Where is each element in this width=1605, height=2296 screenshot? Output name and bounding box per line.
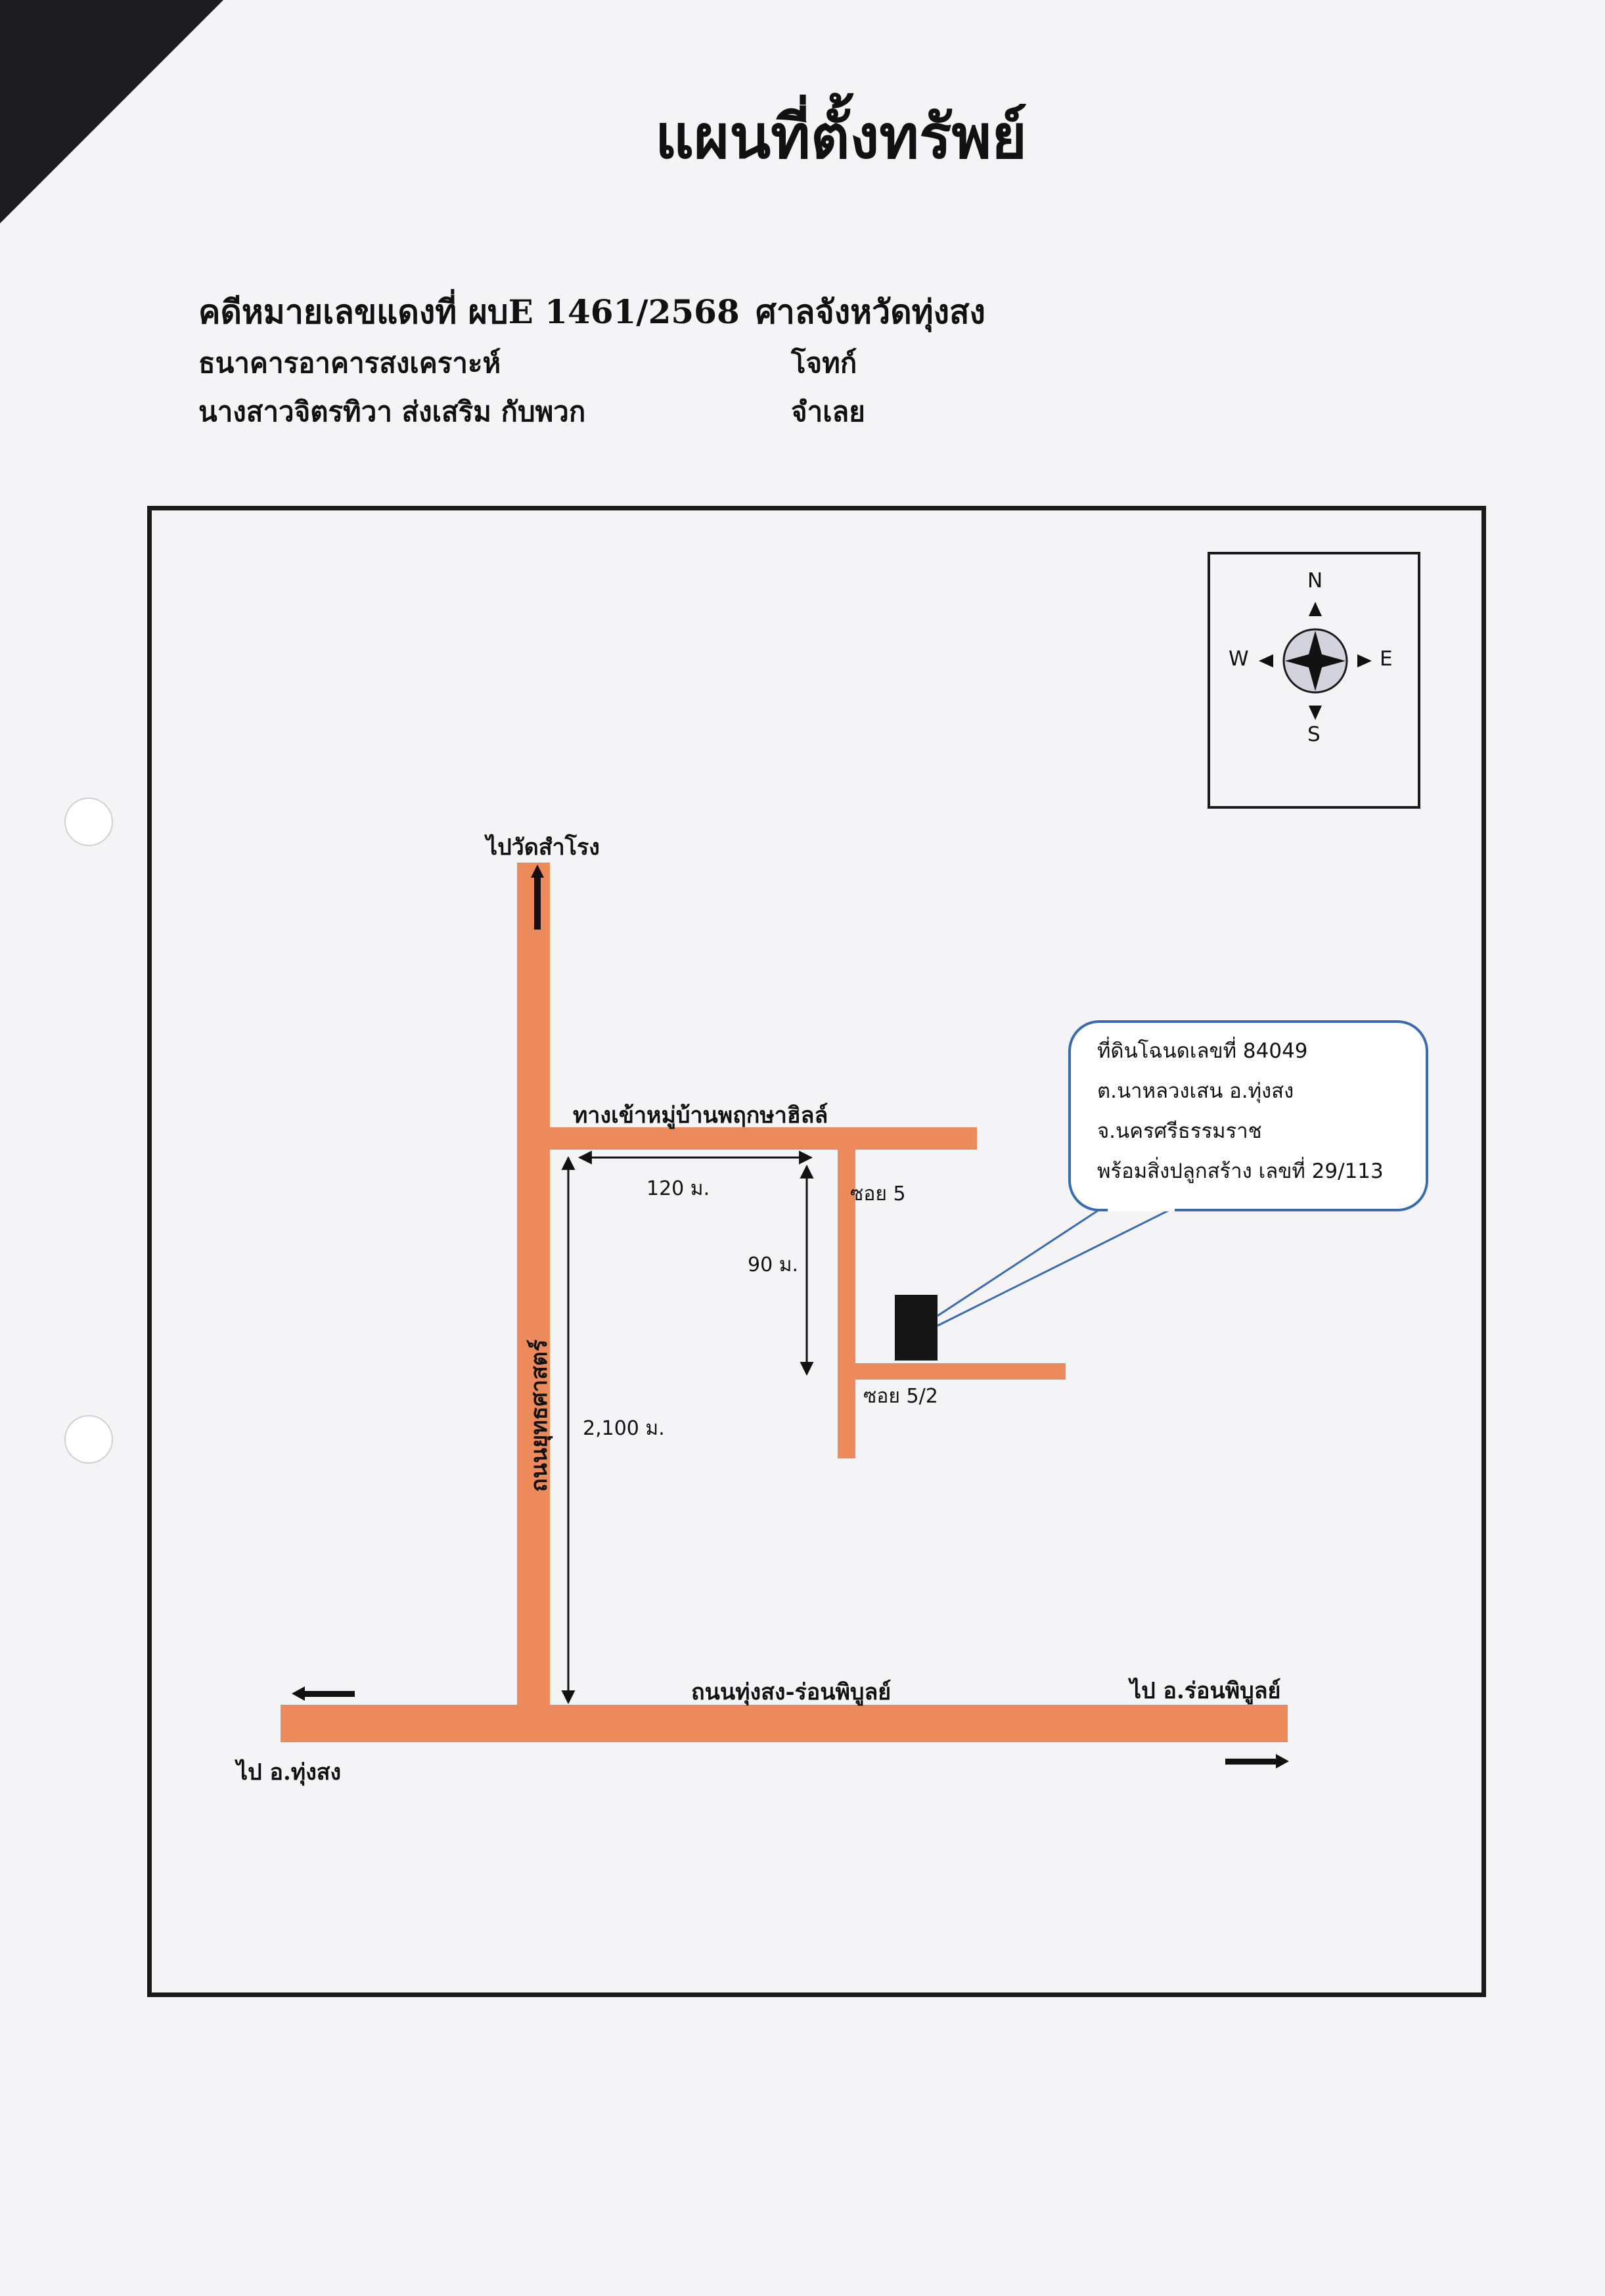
compass-star xyxy=(1285,631,1345,691)
compass-e-label: E xyxy=(1380,647,1393,671)
distance-120: 120 ม. xyxy=(646,1177,710,1200)
label-yutthasat-road: ถนนยุทธศาสตร์ xyxy=(526,1339,553,1492)
road-soi-5 xyxy=(838,1150,855,1458)
arrow-east xyxy=(1225,1754,1289,1768)
arrow-north-up xyxy=(531,865,544,930)
label-main-road: ถนนทุ่งสง-ร่อนพิบูลย์ xyxy=(691,1679,892,1705)
compass-arrow-e xyxy=(1357,654,1372,667)
callout-line-4: พร้อมสิ่งปลูกสร้าง เลขที่ 29/113 xyxy=(1097,1159,1384,1183)
label-to-ron-phibun: ไป อ.ร่อนพิบูลย์ xyxy=(1130,1678,1281,1704)
callout-pointer-a xyxy=(937,1204,1106,1317)
compass-arrow-s xyxy=(1309,706,1322,720)
distance-2100: 2,100 ม. xyxy=(583,1417,665,1440)
compass-arrow-n xyxy=(1309,602,1322,616)
property-marker xyxy=(895,1295,938,1361)
callout-box xyxy=(1068,1020,1428,1211)
compass-frame xyxy=(1208,552,1420,809)
roads xyxy=(281,863,1288,1742)
compass-n-label: N xyxy=(1307,569,1323,593)
compass-w-label: W xyxy=(1229,647,1249,671)
road-village-entrance xyxy=(550,1127,977,1150)
map-frame xyxy=(147,506,1486,1997)
folded-page-corner xyxy=(0,0,223,223)
label-soi-5-2: ซอย 5/2 xyxy=(863,1385,938,1408)
compass-s-label: S xyxy=(1307,723,1321,746)
callout-line-1: ที่ดินโฉนดเลขที่ 84049 xyxy=(1097,1039,1308,1063)
compass-arrow-w xyxy=(1259,654,1273,667)
case-number: คดีหมายเลขแดงที่ ผบE 1461/2568 xyxy=(198,292,740,331)
callout-pointer-b xyxy=(937,1205,1177,1327)
label-soi-5: ซอย 5 xyxy=(850,1182,906,1205)
callout-line-3: จ.นครศรีธรรมราช xyxy=(1097,1119,1262,1143)
plaintiff-name: ธนาคารอาคารสงเคราะห์ xyxy=(198,347,501,379)
defendant-role: จำเลย xyxy=(791,395,865,428)
road-soi-5-2 xyxy=(855,1363,1066,1380)
punch-hole-bottom xyxy=(64,1415,113,1464)
distance-90: 90 ม. xyxy=(748,1253,799,1276)
road-thungsong-ronphibun xyxy=(281,1705,1288,1742)
label-village-entrance: ทางเข้าหมู่บ้านพฤกษาฮิลล์ xyxy=(573,1102,828,1129)
punch-hole-top xyxy=(64,798,113,846)
road-yutthasat xyxy=(517,863,550,1708)
plaintiff-role: โจทก์ xyxy=(791,347,857,379)
compass-rose xyxy=(1208,552,1420,809)
callout-content: ที่ดินโฉนดเลขที่ 84049 ต.นาหลวงเสน อ.ทุ่… xyxy=(1097,1031,1384,1192)
label-to-thung-song: ไป อ.ทุ่งสง xyxy=(237,1759,342,1786)
label-to-temple: ไปวัดสำโรง xyxy=(486,834,600,861)
defendant-name: นางสาวจิตรทิวา ส่งเสริม กับพวก xyxy=(198,395,586,428)
arrow-west xyxy=(292,1686,355,1701)
callout-line-2: ต.นาหลวงเสน อ.ทุ่งสง xyxy=(1097,1079,1294,1103)
court-name: ศาลจังหวัดทุ่งสง xyxy=(756,292,985,331)
page-title: แผนที่ตั้งทรัพย์ xyxy=(655,101,1028,172)
